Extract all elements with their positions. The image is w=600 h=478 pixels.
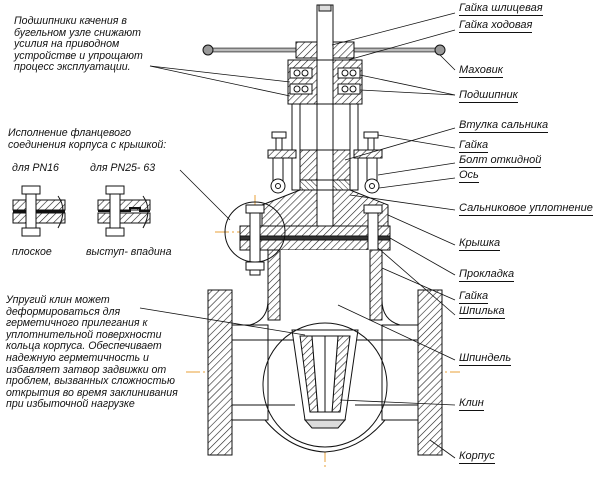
- leader-lines: [139, 12, 456, 459]
- label-bearing: Подшипник: [459, 89, 518, 103]
- flange-detail-flat: [12, 185, 66, 237]
- label-cover: Крышка: [459, 237, 501, 251]
- label-gasket: Прокладка: [459, 268, 515, 282]
- note-pn25: для PN25- 63: [90, 162, 156, 174]
- note-flat: плоское: [12, 246, 52, 258]
- yoke-head: [287, 59, 363, 105]
- wedge: [291, 329, 359, 429]
- label-nut: Гайка: [459, 139, 489, 153]
- label-spindle: Шпиндель: [459, 352, 512, 366]
- note-bearings: Подшипники качения в бугельном узле сниж…: [14, 15, 143, 74]
- label-wedge: Клин: [459, 397, 484, 411]
- note-tongue-groove: выступ- впадина: [86, 246, 172, 258]
- label-stud: Шпилька: [459, 305, 505, 319]
- note-pn16: для PN16: [12, 162, 59, 174]
- yoke: [291, 103, 359, 191]
- label-gland-seal: Сальниковое уплотнение: [459, 202, 593, 216]
- label-gland-bushing: Втулка сальника: [459, 119, 549, 133]
- label-body: Корпус: [459, 450, 495, 464]
- label-axis: Ось: [459, 169, 479, 183]
- flange-detail-tongue: [97, 185, 151, 237]
- label-nut-2: Гайка: [459, 290, 489, 304]
- detail-circles: [224, 201, 388, 448]
- note-flange-title: Исполнение фланцевого соединения корпуса…: [8, 127, 167, 151]
- label-spline-nut: Гайка шлицевая: [459, 2, 543, 16]
- label-handwheel: Маховик: [459, 64, 503, 78]
- label-eye-bolt: Болт откидной: [459, 154, 542, 168]
- note-wedge: Упругий клин может деформироваться для г…: [6, 294, 178, 411]
- body: [207, 249, 443, 456]
- label-running-nut: Гайка ходовая: [459, 19, 533, 33]
